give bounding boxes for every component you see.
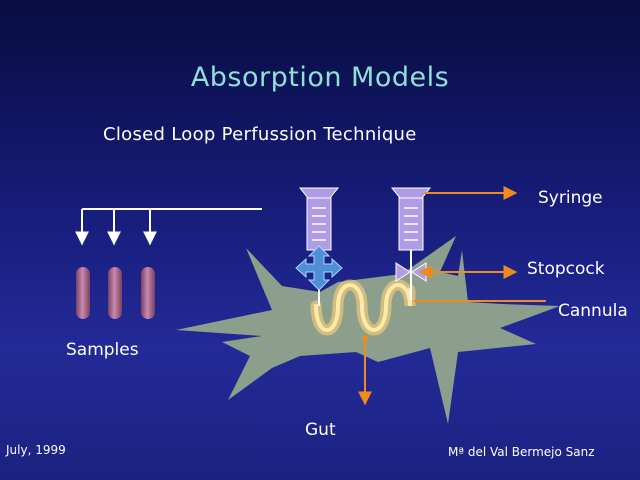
syringe-left	[298, 187, 340, 306]
slide-title: Absorption Models	[190, 62, 450, 93]
label-arrows	[358, 186, 546, 406]
gut-arrow-origin	[362, 335, 368, 341]
syringe-right	[390, 187, 432, 300]
footer-date: July, 1999	[6, 443, 66, 457]
syringe-label: Syringe	[538, 188, 603, 208]
cannula-label: Cannula	[558, 301, 628, 321]
sample-tubes	[76, 267, 155, 319]
sample-distribution-line	[75, 208, 262, 246]
sample-tube	[76, 267, 90, 319]
slide-subtitle: Closed Loop Perfussion Technique	[103, 124, 417, 145]
sample-tube	[108, 267, 122, 319]
gut-label: Gut	[305, 420, 336, 440]
stopcock-label: Stopcock	[527, 259, 605, 279]
perfusion-loop	[310, 279, 416, 336]
sample-tube	[141, 267, 155, 319]
samples-label: Samples	[66, 340, 139, 360]
stopcock-left	[295, 245, 343, 291]
footer-author: Mª del Val Bermejo Sanz	[448, 445, 595, 459]
